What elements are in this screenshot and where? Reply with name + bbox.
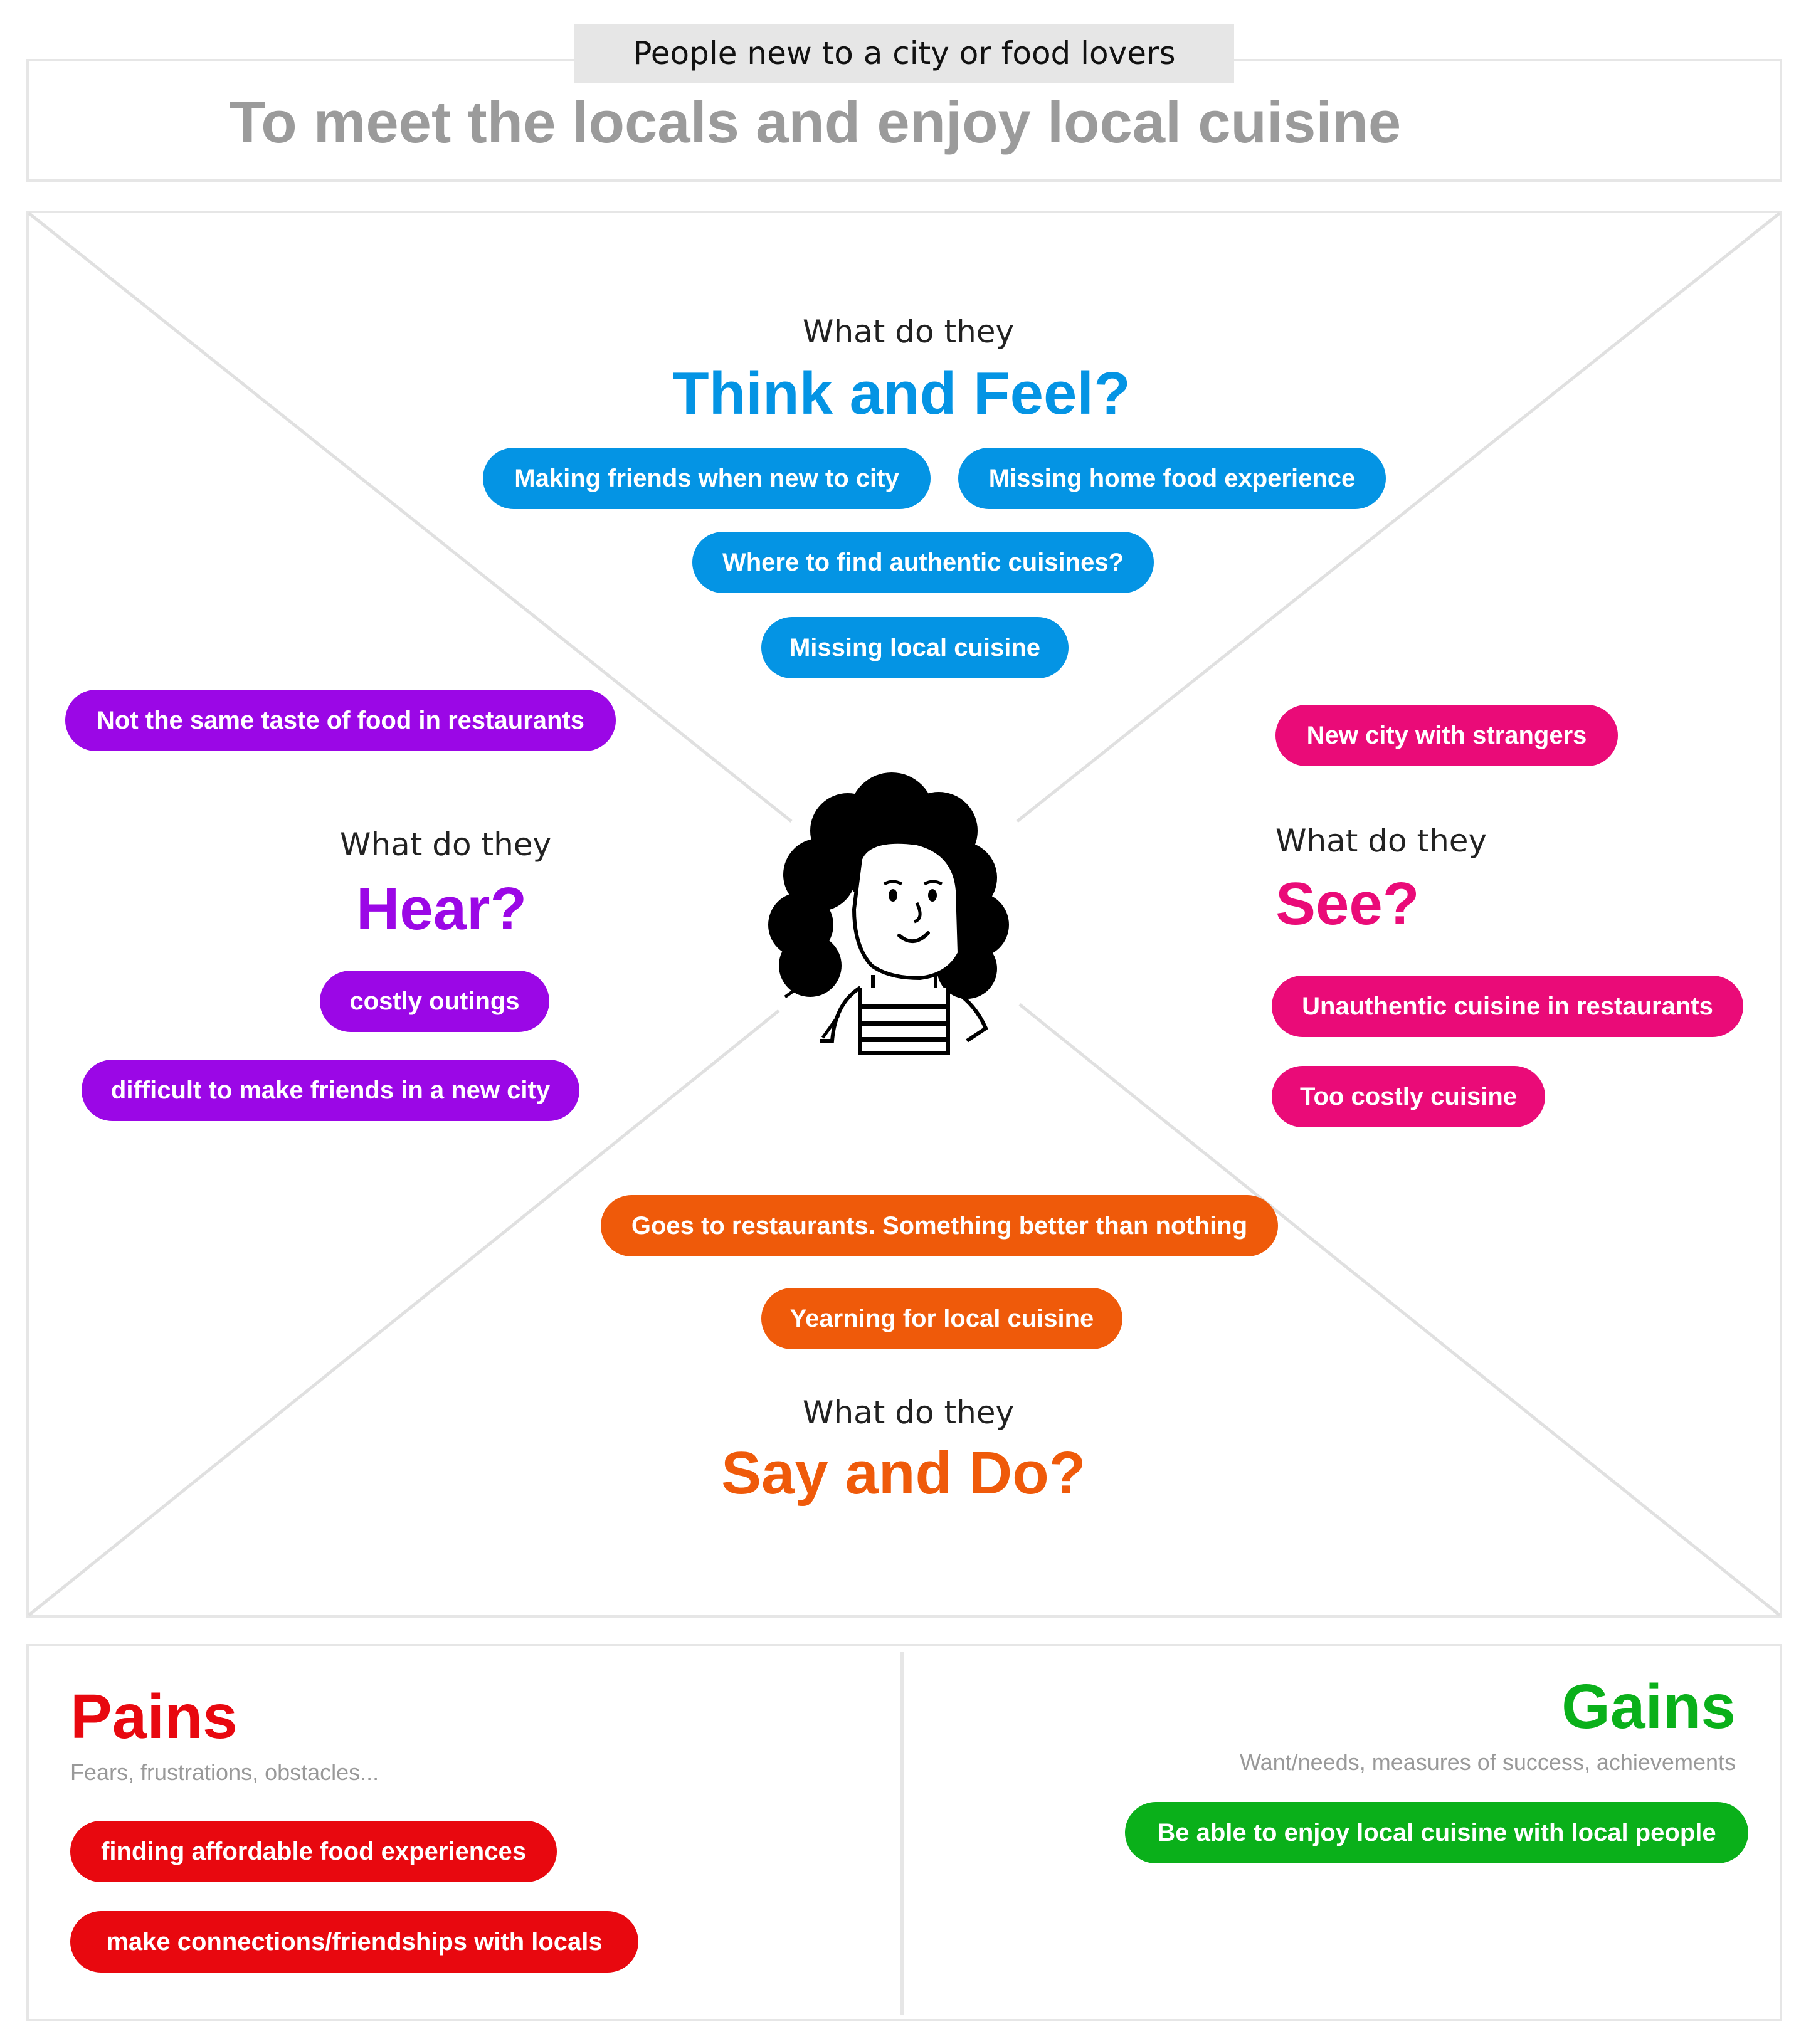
gain-chip[interactable]: Be able to enjoy local cuisine with loca…	[1125, 1802, 1748, 1863]
think-feel-chip[interactable]: Where to find authentic cuisines?	[692, 532, 1154, 593]
goal-title: To meet the locals and enjoy local cuisi…	[229, 89, 1402, 155]
hear-prefix: What do they	[340, 826, 552, 863]
diagonal-bottom-right	[1018, 1003, 1781, 1616]
diagonal-top-left	[28, 212, 793, 823]
think-feel-prefix: What do they	[803, 313, 1015, 350]
see-chip[interactable]: Too costly cuisine	[1272, 1066, 1545, 1127]
see-prefix: What do they	[1275, 823, 1487, 859]
think-feel-chip[interactable]: Missing home food experience	[958, 448, 1386, 509]
say-do-chip[interactable]: Goes to restaurants. Something better th…	[601, 1195, 1278, 1256]
pains-title: Pains	[70, 1682, 238, 1752]
hear-chip[interactable]: costly outings	[320, 971, 549, 1032]
pain-chip[interactable]: finding affordable food experiences	[70, 1821, 557, 1882]
quadrant-diagonals	[28, 212, 1781, 1616]
say-do-prefix: What do they	[803, 1394, 1015, 1431]
diagonal-top-right	[1016, 212, 1781, 823]
pains-subtitle: Fears, frustrations, obstacles...	[70, 1759, 379, 1785]
see-chip[interactable]: Unauthentic cuisine in restaurants	[1272, 976, 1743, 1037]
pains-gains-box	[26, 1644, 1782, 2021]
gains-subtitle: Want/needs, measures of success, achieve…	[1239, 1749, 1736, 1775]
persona-tag: People new to a city or food lovers	[574, 24, 1234, 83]
think-feel-chip[interactable]: Missing local cuisine	[761, 617, 1069, 678]
pains-gains-divider	[900, 1652, 904, 2015]
think-feel-title: Think and Feel?	[672, 360, 1131, 427]
woman-avatar-icon	[768, 772, 1009, 1055]
diagonal-bottom-left	[28, 1009, 780, 1616]
see-title: See?	[1275, 870, 1420, 937]
gains-title: Gains	[1561, 1672, 1736, 1742]
see-chip[interactable]: New city with strangers	[1275, 705, 1618, 766]
think-feel-chip[interactable]: Making friends when new to city	[483, 448, 931, 509]
pain-chip[interactable]: make connections/friendships with locals	[70, 1911, 638, 1973]
say-do-title: Say and Do?	[721, 1440, 1086, 1507]
hear-chip[interactable]: difficult to make friends in a new city	[82, 1060, 579, 1121]
empathy-map-board	[26, 211, 1782, 1618]
say-do-chip[interactable]: Yearning for local cuisine	[761, 1288, 1122, 1349]
hear-chip[interactable]: Not the same taste of food in restaurant…	[65, 690, 616, 751]
hear-title: Hear?	[356, 875, 527, 942]
